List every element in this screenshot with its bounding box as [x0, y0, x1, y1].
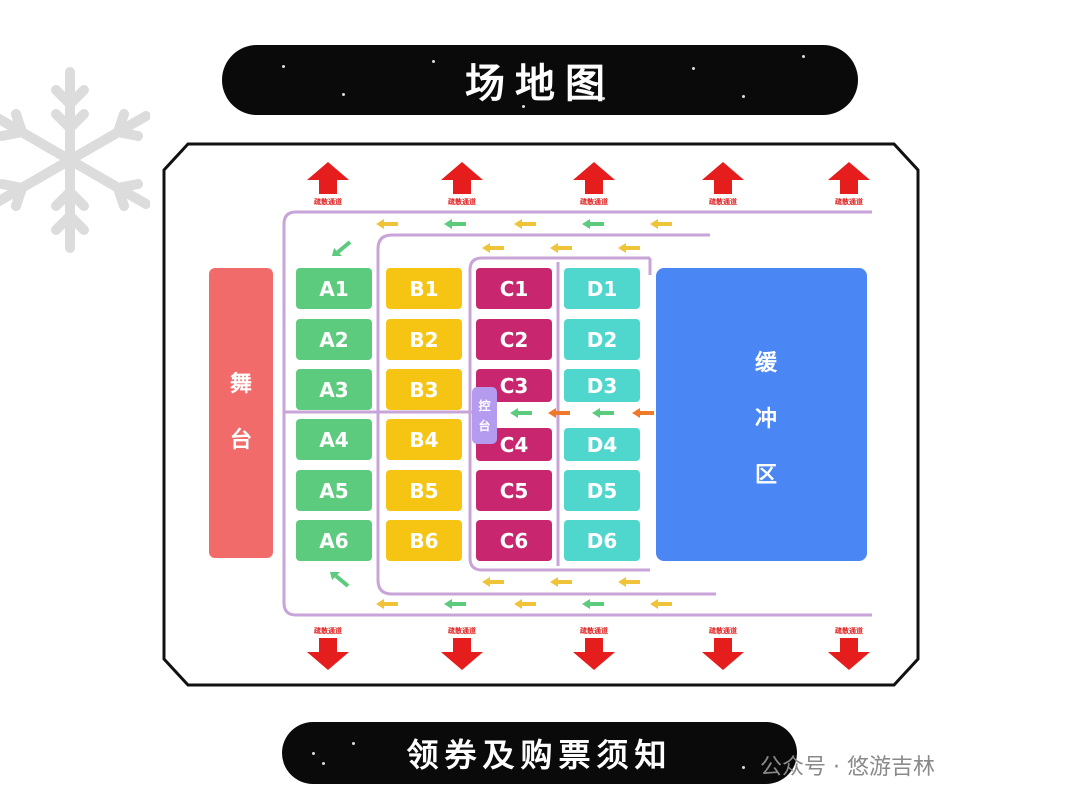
- exit-arrow-down-icon: [307, 638, 349, 670]
- exit-label: 疏散通道: [314, 198, 342, 206]
- control-label-2: 台: [478, 418, 491, 433]
- exit-label: 疏散通道: [835, 198, 863, 206]
- zone-label: D1: [586, 276, 618, 301]
- zone-label: B4: [409, 427, 439, 452]
- zone-label: A2: [319, 327, 349, 352]
- exit-arrow-down-icon: [441, 638, 483, 670]
- buffer-label-2: 冲: [754, 407, 777, 432]
- zone-a3[interactable]: A3: [296, 369, 372, 410]
- title-banner: 场地图: [222, 45, 858, 115]
- snowflake-icon: [0, 67, 150, 253]
- zone-a2[interactable]: A2: [296, 319, 372, 360]
- exit-label: 疏散通道: [580, 198, 608, 206]
- exit-top-1: 疏散通道: [283, 162, 373, 222]
- zone-a1[interactable]: A1: [296, 268, 372, 309]
- exit-top-3: 疏散通道: [549, 162, 639, 222]
- control-booth: 控 台: [472, 387, 497, 444]
- ticket-notice-banner[interactable]: 领券及购票须知: [282, 722, 797, 784]
- exit-label: 疏散通道: [448, 198, 476, 206]
- exit-label: 疏散通道: [448, 627, 476, 635]
- exit-arrow-up-icon: [702, 162, 744, 194]
- zone-label: D2: [586, 327, 618, 352]
- zone-d4[interactable]: D4: [564, 428, 640, 461]
- zone-a5[interactable]: A5: [296, 470, 372, 511]
- control-label-1: 控: [478, 398, 491, 413]
- exit-top-4: 疏散通道: [678, 162, 768, 222]
- zone-label: C6: [499, 528, 529, 553]
- zone-a4[interactable]: A4: [296, 419, 372, 460]
- exit-bottom-1: 疏散通道: [283, 626, 373, 686]
- exit-arrow-up-icon: [828, 162, 870, 194]
- zone-d6[interactable]: D6: [564, 520, 640, 561]
- zone-d2[interactable]: D2: [564, 319, 640, 360]
- exit-top-2: 疏散通道: [417, 162, 507, 222]
- zone-label: A5: [319, 478, 349, 503]
- zone-label: C2: [499, 327, 529, 352]
- stage-label-1: 舞: [229, 372, 252, 397]
- zone-b2[interactable]: B2: [386, 319, 462, 360]
- exit-bottom-4: 疏散通道: [678, 626, 768, 686]
- zone-label: D4: [586, 432, 618, 457]
- zone-d1[interactable]: D1: [564, 268, 640, 309]
- zone-c6[interactable]: C6: [476, 520, 552, 561]
- exit-label: 疏散通道: [709, 198, 737, 206]
- zone-c2[interactable]: C2: [476, 319, 552, 360]
- ticket-notice-label: 领券及购票须知: [406, 736, 673, 774]
- zone-c3[interactable]: C3: [476, 369, 552, 402]
- zone-label: B3: [409, 377, 439, 402]
- zone-label: A1: [319, 276, 349, 301]
- zone-c5[interactable]: C5: [476, 470, 552, 511]
- zone-label: A6: [319, 528, 349, 553]
- buffer-label-3: 区: [754, 463, 777, 488]
- zone-b1[interactable]: B1: [386, 268, 462, 309]
- zone-label: A3: [319, 377, 349, 402]
- exit-label: 疏散通道: [580, 627, 608, 635]
- zone-a6[interactable]: A6: [296, 520, 372, 561]
- watermark-text: 公众号 · 悠游吉林: [760, 755, 935, 780]
- buffer-zone: 缓 冲 区: [656, 268, 867, 561]
- zone-b3[interactable]: B3: [386, 369, 462, 410]
- zone-label: B2: [409, 327, 439, 352]
- zone-label: C3: [499, 373, 529, 398]
- exit-bottom-5: 疏散通道: [804, 626, 894, 686]
- zone-label: A4: [319, 427, 349, 452]
- zone-label: D5: [586, 478, 618, 503]
- exit-arrow-up-icon: [441, 162, 483, 194]
- zone-label: C1: [499, 276, 529, 301]
- exit-arrow-up-icon: [573, 162, 615, 194]
- watermark: 公众号 · 悠游吉林: [760, 749, 935, 781]
- zone-label: B6: [409, 528, 439, 553]
- zone-b6[interactable]: B6: [386, 520, 462, 561]
- exit-label: 疏散通道: [314, 627, 342, 635]
- exit-arrow-down-icon: [573, 638, 615, 670]
- exit-arrow-down-icon: [702, 638, 744, 670]
- zone-d3[interactable]: D3: [564, 369, 640, 402]
- zone-b5[interactable]: B5: [386, 470, 462, 511]
- zone-b4[interactable]: B4: [386, 419, 462, 460]
- stage-label-2: 台: [229, 428, 252, 453]
- zone-label: B1: [409, 276, 439, 301]
- exit-bottom-3: 疏散通道: [549, 626, 639, 686]
- exit-arrow-down-icon: [828, 638, 870, 670]
- zone-label: C5: [499, 478, 529, 503]
- zone-d5[interactable]: D5: [564, 470, 640, 511]
- exit-label: 疏散通道: [709, 627, 737, 635]
- exit-bottom-2: 疏散通道: [417, 626, 507, 686]
- stage: 舞 台: [209, 268, 273, 558]
- exit-label: 疏散通道: [835, 627, 863, 635]
- exit-top-5: 疏散通道: [804, 162, 894, 222]
- zone-label: D3: [586, 373, 618, 398]
- buffer-label-1: 缓: [754, 351, 777, 376]
- zone-label: B5: [409, 478, 439, 503]
- page-title: 场地图: [465, 61, 615, 107]
- zone-c1[interactable]: C1: [476, 268, 552, 309]
- zone-label: C4: [499, 432, 529, 457]
- exit-arrow-up-icon: [307, 162, 349, 194]
- zone-label: D6: [586, 528, 618, 553]
